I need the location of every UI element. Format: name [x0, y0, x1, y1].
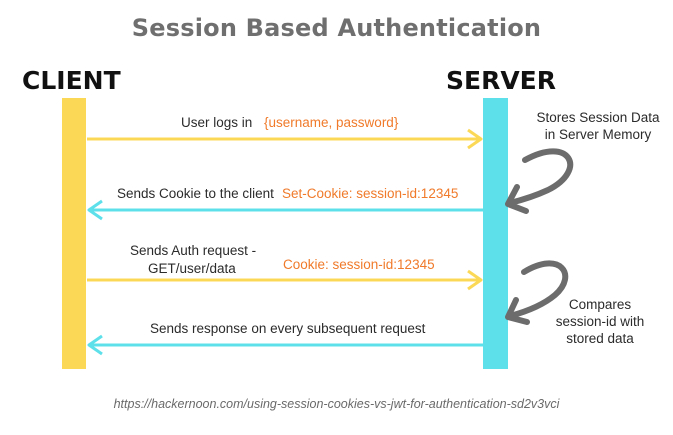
message-4-text: Sends response on every subsequent reque…	[150, 321, 426, 336]
server-note-compare: Compares session-id with stored data	[545, 296, 655, 347]
message-3-text-line-1: Sends Auth request -	[130, 243, 257, 258]
message-3-payload: Cookie: session-id:12345	[283, 257, 435, 272]
source-url: https://hackernoon.com/using-session-coo…	[113, 397, 560, 411]
server-lifeline	[483, 98, 508, 369]
diagram-title: Session Based Authentication	[131, 14, 542, 42]
message-1-payload: {username, password}	[264, 115, 399, 130]
server-note-compare-line-3: stored data	[566, 331, 634, 346]
server-note-store: Stores Session Data in Server Memory	[528, 109, 668, 143]
message-4-arrow	[87, 334, 483, 356]
server-note-compare-line-2: session-id with	[555, 314, 645, 329]
client-lifeline	[62, 98, 86, 369]
server-note-compare-line-1: Compares	[568, 297, 632, 312]
server-note-store-line-2: in Server Memory	[544, 127, 652, 142]
message-2-payload: Set-Cookie: session-id:12345	[282, 186, 459, 201]
message-1-text: User logs in	[181, 115, 253, 130]
server-note-store-line-1: Stores Session Data	[536, 110, 660, 125]
message-3-arrow	[87, 269, 483, 291]
client-label: CLIENT	[22, 66, 121, 95]
compare-curve-arrow-icon	[505, 260, 569, 325]
store-curve-arrow-icon	[505, 148, 574, 214]
message-2-text: Sends Cookie to the client	[117, 186, 274, 201]
message-3-text-line-2: GET/user/data	[148, 261, 236, 276]
message-2-arrow	[87, 199, 483, 221]
message-1-arrow	[87, 128, 483, 150]
server-label: SERVER	[446, 66, 557, 95]
